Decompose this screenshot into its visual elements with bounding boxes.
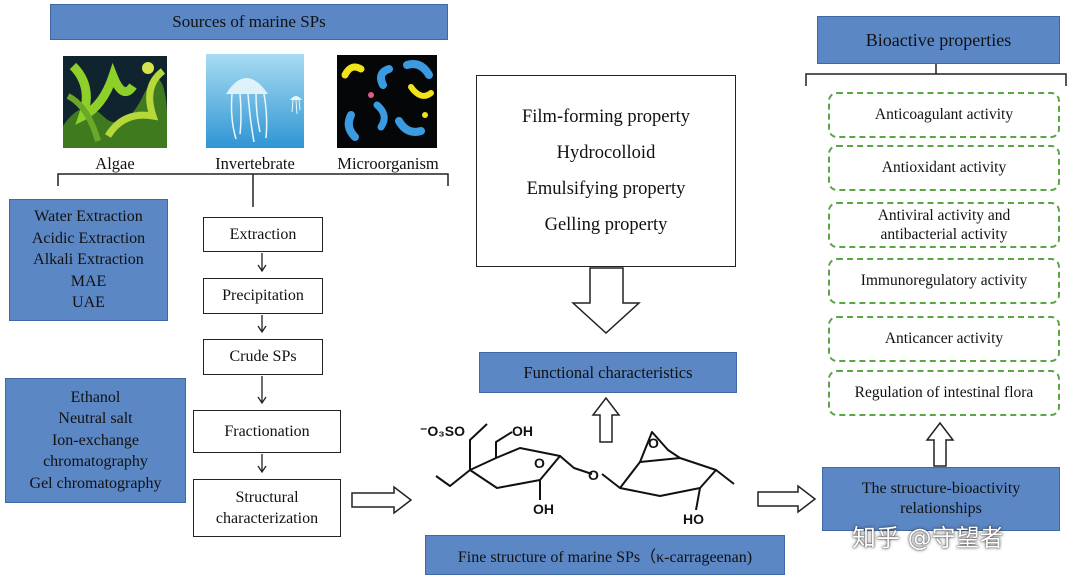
activity-anticoagulant: Anticoagulant activity: [828, 92, 1060, 138]
extraction-method: UAE: [72, 294, 105, 312]
hollow-right-arrow: [757, 484, 817, 514]
fractionation-method: chromatography: [43, 453, 148, 471]
functional-properties-box: Film-forming property Hydrocolloid Emuls…: [476, 75, 736, 267]
activity-intestinal-flora: Regulation of intestinal flora: [828, 370, 1060, 416]
bioactive-bracket: [805, 64, 1067, 86]
step-crude-sps: Crude SPs: [203, 339, 323, 375]
oxygen-label: O: [588, 467, 599, 483]
down-arrow: [257, 253, 267, 273]
step-precipitation: Precipitation: [203, 278, 323, 314]
source-label-invertebrate: Invertebrate: [215, 154, 295, 173]
structure-bioactivity-box: The structure-bioactivity relationships: [822, 467, 1060, 531]
hollow-down-arrow: [571, 267, 641, 335]
functional-characteristics-box: Functional characteristics: [479, 352, 737, 393]
down-arrow: [257, 376, 267, 405]
microorganism-image: [337, 55, 437, 148]
carrageenan-structure: [435, 423, 735, 511]
hydroxyl-label: HO: [683, 511, 704, 527]
fractionation-method: Ethanol: [70, 388, 121, 406]
functional-property: Gelling property: [544, 215, 668, 235]
extraction-methods-box: Water Extraction Acidic Extraction Alkal…: [9, 199, 168, 321]
hydroxyl-label: OH: [512, 423, 533, 439]
fractionation-method: Ion-exchange: [51, 431, 140, 449]
fractionation-method: Neutral salt: [58, 410, 133, 428]
activity-anticancer: Anticancer activity: [828, 316, 1060, 362]
source-label-algae: Algae: [95, 154, 135, 173]
source-label-microorganism: Microorganism: [337, 154, 439, 173]
sources-bracket: [57, 173, 449, 186]
sources-title: Sources of marine SPs: [50, 4, 448, 40]
functional-property: Emulsifying property: [526, 179, 686, 199]
extraction-method: Water Extraction: [34, 208, 143, 226]
extraction-method: Acidic Extraction: [31, 229, 146, 247]
hollow-up-arrow: [925, 421, 955, 467]
invertebrate-image: [206, 54, 304, 148]
activity-antiviral-antibacterial: Antiviral activity and antibacterial act…: [828, 202, 1060, 248]
structure-caption-box: Fine structure of marine SPs（κ-carrageen…: [425, 535, 785, 575]
step-structural-characterization: Structural characterization: [193, 479, 341, 537]
extraction-method: Alkali Extraction: [33, 251, 144, 269]
sulfate-label: ⁻O₃SO: [420, 423, 465, 439]
fractionation-methods-box: Ethanol Neutral salt Ion-exchange chroma…: [5, 378, 186, 503]
hollow-up-arrow: [591, 396, 621, 443]
functional-property: Film-forming property: [521, 107, 691, 127]
activity-immunoregulatory: Immunoregulatory activity: [828, 258, 1060, 304]
down-arrow: [257, 315, 267, 334]
extraction-method: MAE: [70, 272, 107, 290]
step-fractionation: Fractionation: [193, 410, 341, 453]
functional-property: Hydrocolloid: [556, 143, 656, 163]
step-extraction: Extraction: [203, 217, 323, 252]
activity-antioxidant: Antioxidant activity: [828, 145, 1060, 191]
fractionation-method: Gel chromatography: [29, 474, 162, 492]
oxygen-label: O: [648, 435, 659, 451]
bioactive-properties-title: Bioactive properties: [817, 16, 1060, 64]
hollow-right-arrow: [351, 485, 413, 515]
watermark: 知乎 @守望者: [852, 524, 1004, 552]
algae-image: [63, 56, 167, 148]
oxygen-label: O: [534, 455, 545, 471]
hydroxyl-label: OH: [533, 501, 554, 517]
down-arrow: [257, 454, 267, 474]
